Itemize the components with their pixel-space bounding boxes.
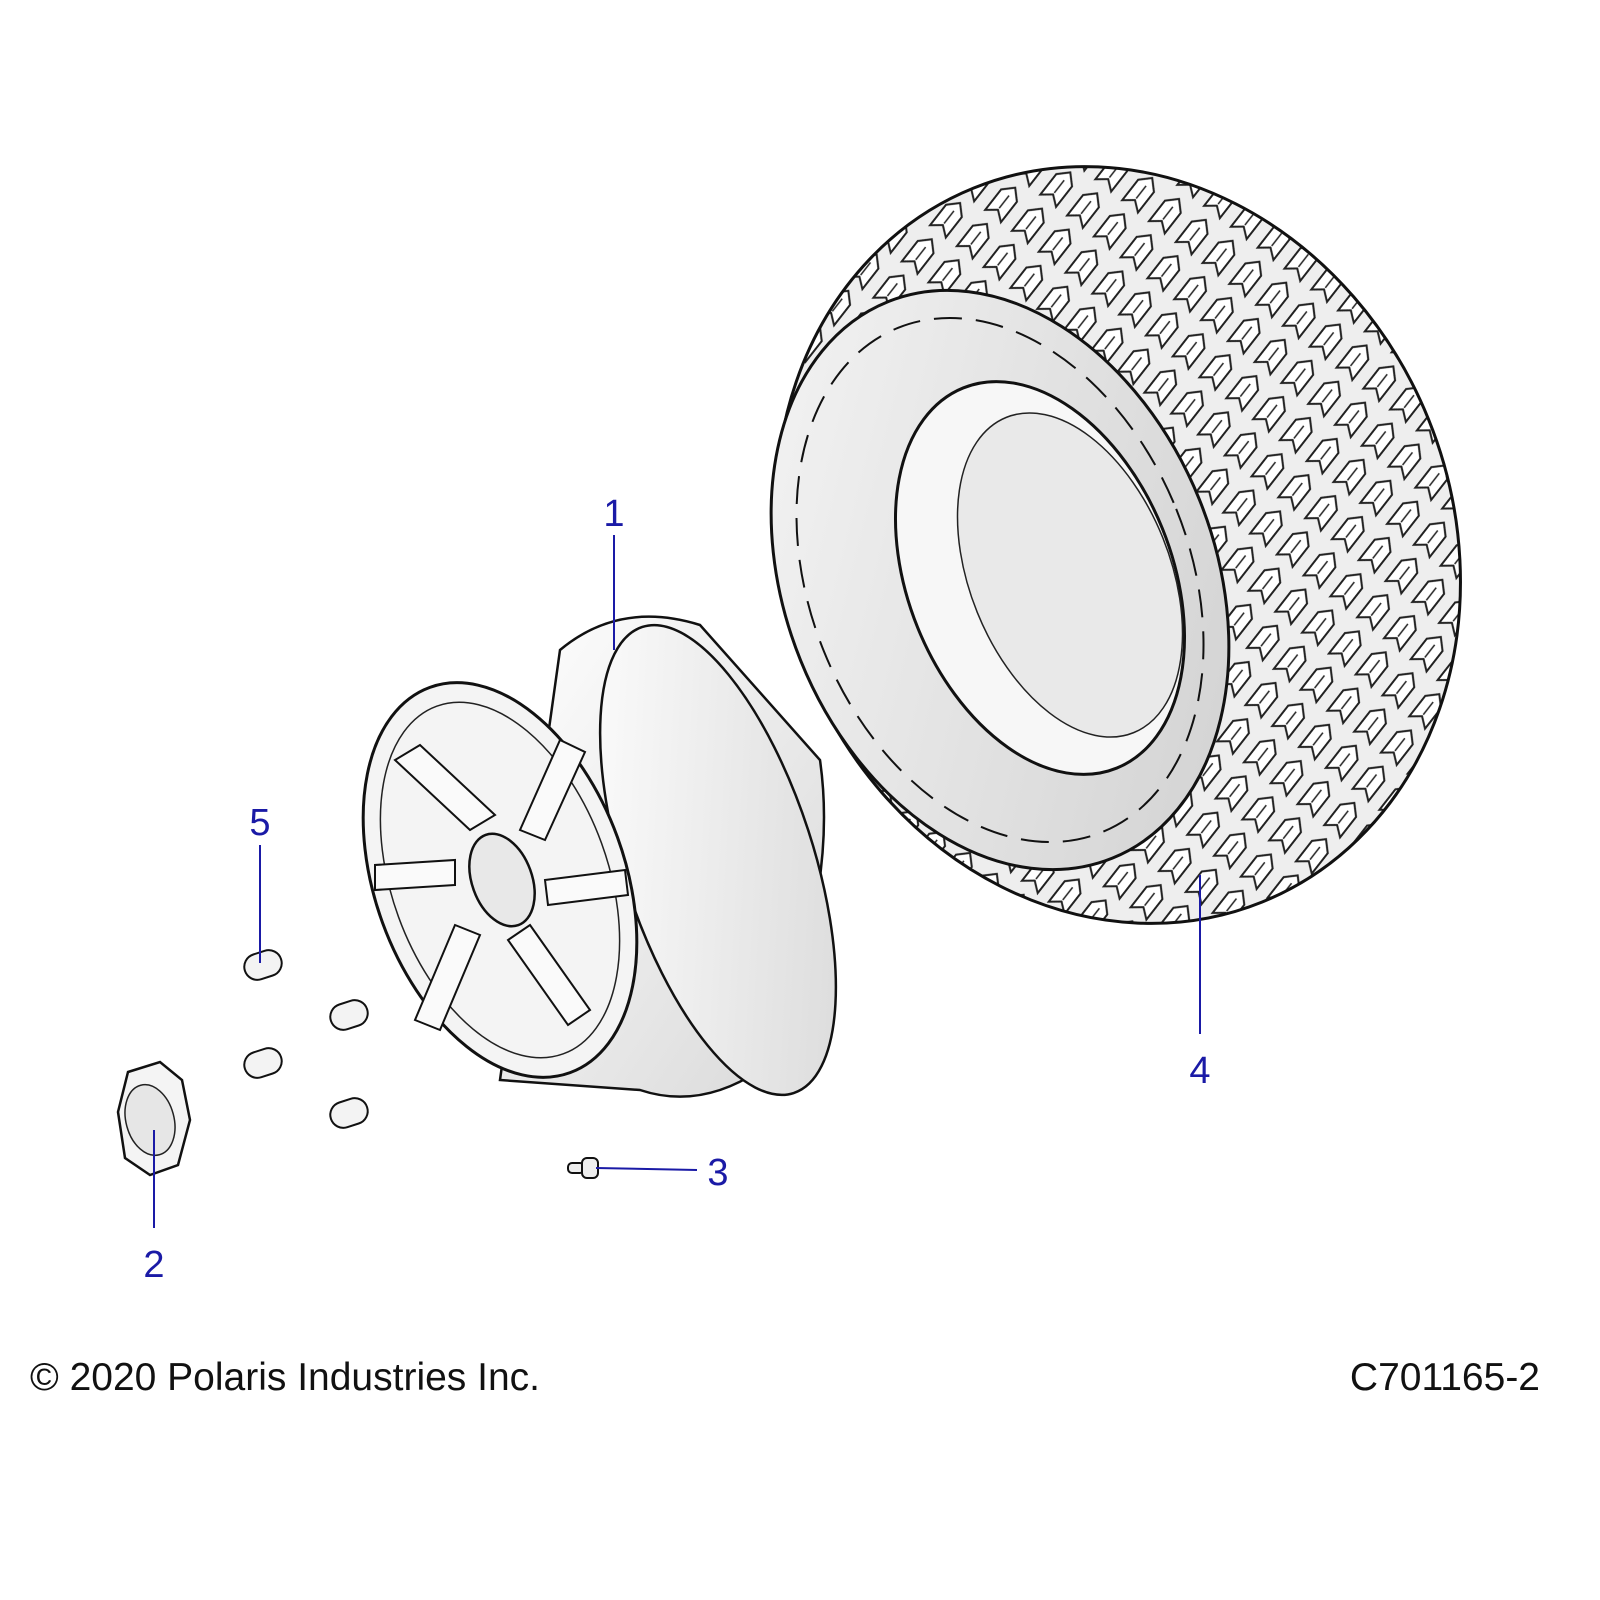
leader-line-3 xyxy=(595,1167,698,1171)
leader-lines xyxy=(153,535,1201,1228)
wheel-rim xyxy=(361,615,838,1098)
callout-5: 5 xyxy=(249,802,271,844)
callout-2: 2 xyxy=(143,1244,165,1286)
lug-nuts xyxy=(243,949,369,1129)
callout-1: 1 xyxy=(603,493,625,535)
drawing-id: C701165-2 xyxy=(1349,1356,1540,1399)
tire xyxy=(769,165,1462,925)
callout-4: 4 xyxy=(1189,1050,1211,1092)
copyright-notice: © 2020 Polaris Industries Inc. xyxy=(30,1356,540,1399)
valve-stem xyxy=(567,1157,599,1179)
center-cap xyxy=(116,1060,192,1177)
callout-3: 3 xyxy=(707,1152,729,1194)
